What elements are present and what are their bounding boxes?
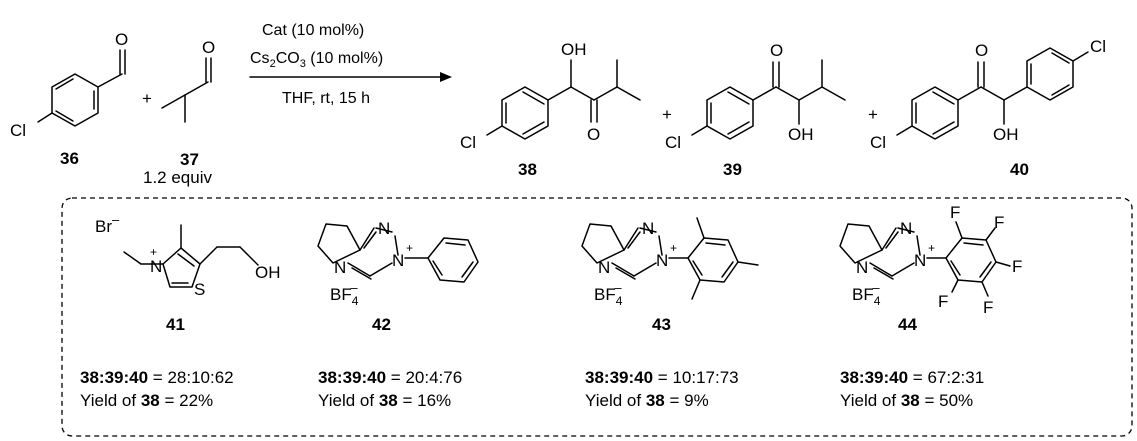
yield-43: Yield of 38 = 9% [585,391,709,410]
plus-sign: + [142,89,152,108]
compound-label-39: 39 [723,160,742,179]
condition-catalyst: Cat (10 mol%) [262,22,364,39]
compound-label-40: 40 [1010,160,1029,179]
atom-Cl: Cl [665,133,681,152]
charge-plus: + [928,241,935,255]
atom-N: N [598,258,610,277]
catalyst-label-41: 41 [166,315,185,334]
catalyst-label-43: 43 [652,315,671,334]
arrow-head [440,72,452,82]
compound-37-structure [161,57,212,123]
catalyst-44-structure [839,221,1011,297]
atom-OH: OH [788,125,814,144]
yield-42: Yield of 38 = 16% [318,391,451,410]
atom-F: F [1012,257,1022,276]
atom-O: O [587,125,600,144]
catalyst-box [61,197,1133,437]
charge-plus: + [406,241,413,255]
atom-Cl: Cl [870,133,886,152]
catalyst-label-42: 42 [372,315,391,334]
atom-OH: OH [993,125,1019,144]
compound-36-structure [37,49,126,127]
atom-Cl: Cl [460,133,476,152]
atom-N: N [900,219,912,238]
catalyst-43-structure [581,217,759,300]
compound-label-37: 37 [180,150,199,169]
atom-N: N [914,251,926,270]
catalyst-label-44: 44 [898,315,917,334]
atom-Cl: Cl [1090,37,1106,56]
atom-N: N [378,219,390,238]
atom-N: N [856,258,868,277]
reagent-equiv: 1.2 equiv [143,168,212,187]
atom-N: N [150,257,162,276]
catalyst-42-structure [317,223,479,283]
condition-solvent: THF, rt, 15 h [282,90,370,107]
atom-N: N [642,219,654,238]
atom-Cl: Cl [10,121,26,140]
yield-41: Yield of 38 = 22% [80,391,213,410]
catalyst-41-structure [123,224,259,288]
atom-N: N [334,258,346,277]
atom-OH: OH [561,40,587,59]
ratio-44: 38:39:40 = 67:2:31 [840,368,984,387]
atom-F: F [938,292,948,311]
counter-anion: BF4– [852,280,881,308]
charge-plus: + [150,245,157,259]
counter-anion: BF4– [330,280,359,308]
compound-label-38: 38 [518,160,537,179]
atom-F: F [994,213,1004,232]
counter-anion: BF4– [594,280,623,308]
charge-plus: + [670,241,677,255]
atom-O: O [770,41,783,60]
atom-O: O [975,41,988,60]
atom-F: F [983,298,993,317]
atom-F: F [950,203,960,222]
ratio-43: 38:39:40 = 10:17:73 [585,368,739,387]
ratio-41: 38:39:40 = 28:10:62 [80,368,234,387]
atom-N: N [656,251,668,270]
yield-44: Yield of 38 = 50% [840,391,973,410]
plus-sign: + [662,105,672,124]
atom-O: O [202,38,215,57]
compound-38-structure [486,59,641,140]
atom-OH: OH [255,263,281,282]
compound-39-structure [691,59,846,140]
ratio-42: 38:39:40 = 20:4:76 [318,368,462,387]
plus-sign: + [868,105,878,124]
condition-base: Cs2CO3 (10 mol%) [250,50,383,70]
compound-label-36: 36 [60,149,79,168]
atom-S: S [194,280,205,299]
atom-N: N [392,251,404,270]
compound-40-structure [896,47,1089,140]
atom-O: O [115,30,128,49]
counter-anion: Br– [95,212,120,236]
